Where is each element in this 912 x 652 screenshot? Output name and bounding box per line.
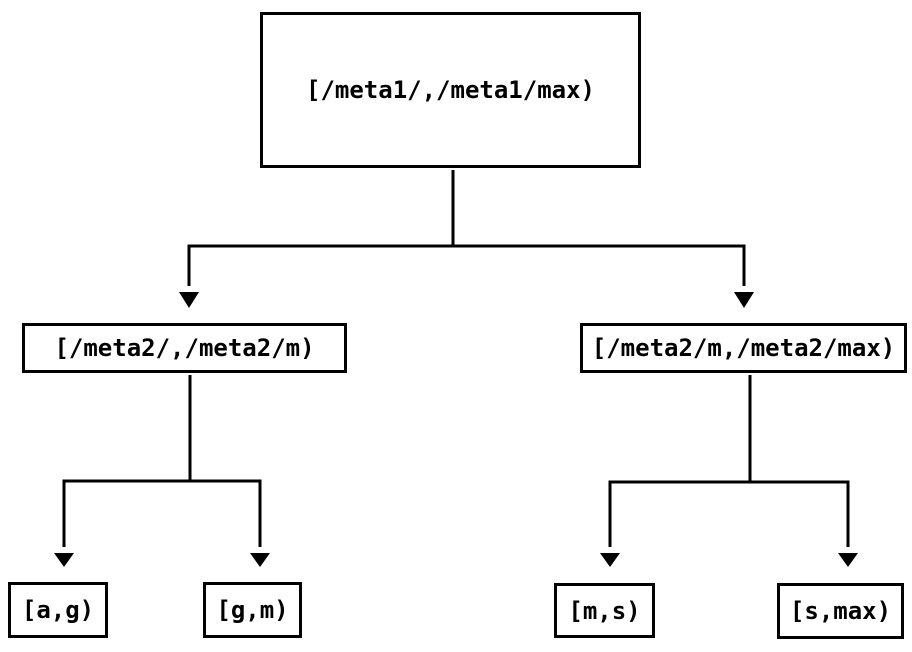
node-meta2-lower-interval: [/meta2/,/meta2/m) xyxy=(22,323,347,373)
arrowhead-down-icon xyxy=(54,553,74,567)
node-label: [/meta1/,/meta1/max) xyxy=(306,76,595,104)
node-label: [g,m) xyxy=(216,596,289,624)
node-label: [m,s) xyxy=(568,596,641,625)
node-label: [a,g) xyxy=(21,596,95,624)
node-label: [s,max) xyxy=(789,597,892,625)
arrowhead-down-icon xyxy=(600,553,620,567)
node-leaf-g-m: [g,m) xyxy=(203,582,302,638)
edge-left-fork xyxy=(62,479,262,547)
arrowhead-down-icon xyxy=(179,292,199,308)
node-root-interval: [/meta1/,/meta1/max) xyxy=(260,12,641,168)
arrowhead-down-icon xyxy=(250,553,270,567)
node-leaf-a-g: [a,g) xyxy=(8,582,108,638)
node-meta2-upper-interval: [/meta2/m,/meta2/max) xyxy=(580,323,907,373)
edge-root-fork xyxy=(187,244,746,286)
node-label: [/meta2/,/meta2/m) xyxy=(54,334,315,362)
node-leaf-s-max: [s,max) xyxy=(777,583,904,639)
arrowhead-down-icon xyxy=(838,553,858,567)
node-label: [/meta2/m,/meta2/max) xyxy=(591,334,896,362)
arrowhead-down-icon xyxy=(734,292,754,308)
edge-right-fork xyxy=(608,480,850,547)
node-leaf-m-s: [m,s) xyxy=(554,583,655,638)
